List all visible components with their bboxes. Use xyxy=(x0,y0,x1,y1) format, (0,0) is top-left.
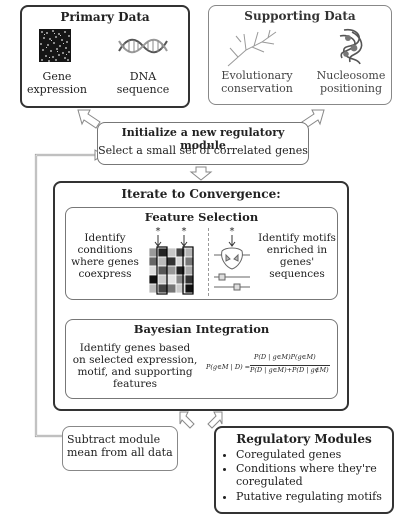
primary-data-box: Primary Data Gene ex xyxy=(20,5,190,108)
equation-denominator: P(D | g∈M)+P(D | g∉M) xyxy=(250,366,329,374)
feature-selection-box: Feature Selection Identify conditions wh… xyxy=(65,207,338,300)
arrow-iterate-to-modules xyxy=(207,411,223,429)
bayesian-text: Identify genes based on selected express… xyxy=(72,342,198,391)
feature-selection-title: Feature Selection xyxy=(144,210,259,224)
phylogenetic-tree-icon xyxy=(227,29,277,67)
arrow-primary-to-init xyxy=(77,109,101,129)
expression-matrix-icon: * * xyxy=(148,226,195,295)
initialize-module-box: Initialize a new regulatory module Selec… xyxy=(97,122,309,165)
module-item-motifs: Putative regulating motifs xyxy=(236,490,400,503)
coexpress-text: Identify conditions where genes coexpres… xyxy=(71,232,139,281)
module-item-conditions: Conditions where they're coregulated xyxy=(236,462,400,488)
supporting-data-box: Supporting Data Evolutionary conservatio… xyxy=(208,5,392,105)
initialize-title: Initialize a new regulatory module xyxy=(121,126,285,152)
dna-sequence-label: DNA sequence xyxy=(116,70,170,96)
motif-enrichment-text: Identify motifs enriched in genes' seque… xyxy=(258,232,336,281)
svg-text:*: * xyxy=(182,226,187,237)
subtract-mean-text: Subtract module mean from all data xyxy=(67,433,173,459)
arrow-iterate-to-subtract xyxy=(179,411,195,429)
subtract-mean-box: Subtract module mean from all data xyxy=(62,426,178,471)
gene-expression-label: Gene expression xyxy=(26,70,88,96)
feature-divider xyxy=(208,228,209,296)
regulatory-modules-title: Regulatory Modules xyxy=(236,432,372,446)
svg-text:*: * xyxy=(230,226,235,237)
gene-expression-heatmap-icon xyxy=(39,29,71,62)
sequence-motif-icon: * xyxy=(214,226,250,291)
bayesian-integration-title: Bayesian Integration xyxy=(133,322,270,336)
nucleosome-positioning-label: Nucleosome positioning xyxy=(316,69,386,95)
regulatory-modules-box: Regulatory Modules Coregulated genes Con… xyxy=(214,426,394,514)
equation-fraction-bar xyxy=(250,365,330,366)
nucleosome-icon xyxy=(339,28,363,65)
svg-text:*: * xyxy=(156,226,161,237)
initialize-subtitle: Select a small set of correlated genes xyxy=(98,144,308,157)
equation-lhs: P(g∈M | D) = xyxy=(206,363,251,371)
regulatory-modules-list: Coregulated genes Conditions where they'… xyxy=(220,448,400,504)
arrow-init-to-iterate xyxy=(189,166,213,181)
feedback-loop-line-inner xyxy=(35,154,95,437)
supporting-data-title: Supporting Data xyxy=(244,9,356,23)
iterate-box: Iterate to Convergence: Feature Selectio… xyxy=(53,181,349,411)
bayes-equation: P(g∈M | D) = P(D | g∈M)P(g∈M) P(D | g∈M)… xyxy=(206,353,336,384)
bayesian-integration-box: Bayesian Integration Identify genes base… xyxy=(65,319,338,399)
equation-numerator: P(D | g∈M)P(g∈M) xyxy=(254,353,316,361)
iterate-title: Iterate to Convergence: xyxy=(121,187,281,201)
dna-helix-icon xyxy=(118,38,168,54)
primary-data-title: Primary Data xyxy=(60,10,150,24)
evolutionary-conservation-label: Evolutionary conservation xyxy=(221,69,293,95)
module-item-genes: Coregulated genes xyxy=(236,448,400,461)
